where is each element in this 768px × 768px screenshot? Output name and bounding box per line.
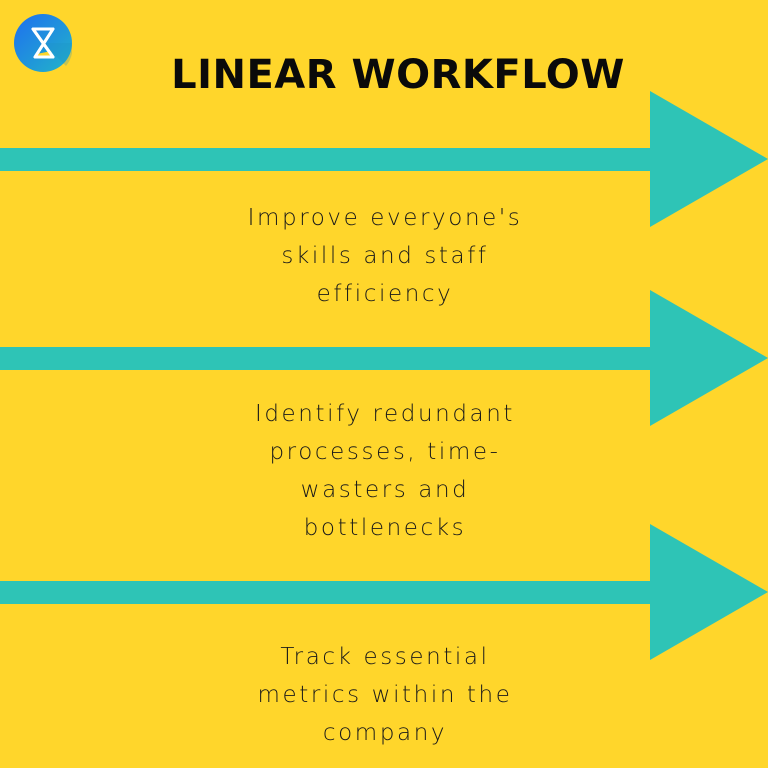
step-line: processes, time- [269,439,501,465]
step-2-text: Identify redundant processes, time- wast… [160,395,610,547]
step-line: skills and staff [281,243,489,269]
step-line: wasters and [300,477,470,503]
step-line: Track essential [280,644,490,670]
arrow-right-icon [0,290,768,426]
step-line: Identify redundant [254,401,516,427]
arrow-right-icon [0,524,768,660]
arrow-right-icon [0,91,768,227]
step-line: company [322,720,448,746]
page-title: LINEAR WORKFLOW [171,52,625,98]
step-line: efficiency [316,281,454,307]
step-3-text: Track essential metrics within the compa… [160,638,610,752]
step-line: Improve everyone's [247,205,523,231]
step-line: bottlenecks [303,515,467,541]
hourglass-icon [14,14,72,72]
step-1-text: Improve everyone's skills and staff effi… [160,199,610,313]
step-line: metrics within the [257,682,513,708]
